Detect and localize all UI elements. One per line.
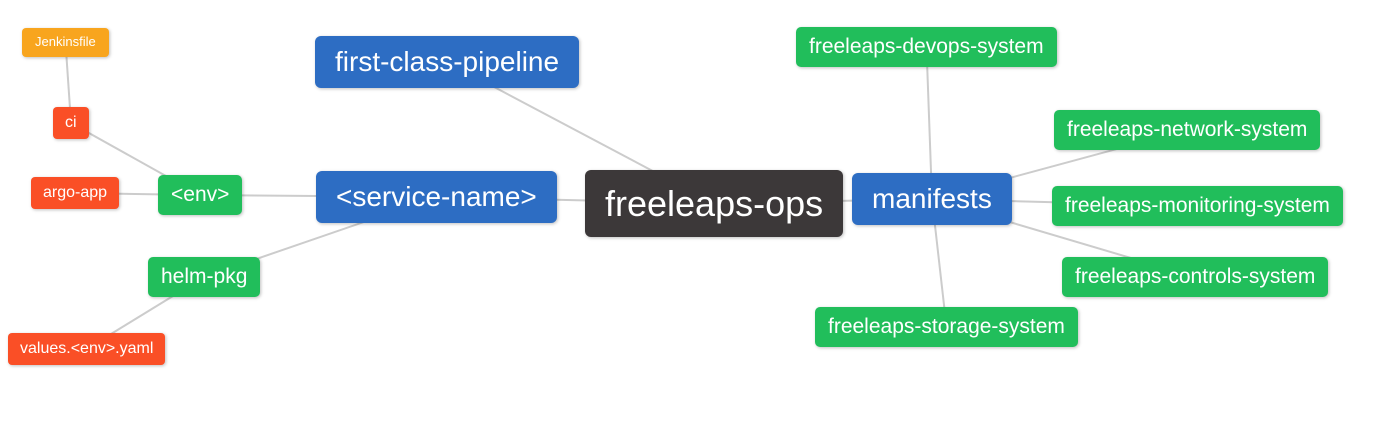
node-devops-system[interactable]: freeleaps-devops-system [796,27,1057,68]
node-first-class-pipeline[interactable]: first-class-pipeline [315,36,580,89]
node-manifests[interactable]: manifests [852,173,1012,226]
node-label: freeleaps-network-system [1067,118,1308,141]
node-label: values.<env>.yaml [20,340,154,357]
node-label: freeleaps-devops-system [809,35,1044,58]
node-label: freeleaps-controls-system [1075,265,1316,288]
node-monitoring-system[interactable]: freeleaps-monitoring-system [1052,186,1343,227]
node-jenkinsfile[interactable]: Jenkinsfile [22,28,109,57]
node-network-system[interactable]: freeleaps-network-system [1054,110,1321,151]
node-label: helm-pkg [161,265,248,288]
node-label: first-class-pipeline [335,46,560,77]
node-label: manifests [872,183,992,214]
node-service-name[interactable]: <service-name> [316,171,557,224]
node-values-env-yaml[interactable]: values.<env>.yaml [8,333,166,366]
node-label: <env> [171,183,230,206]
node-freeleaps-ops[interactable]: freeleaps-ops [585,170,844,238]
node-controls-system[interactable]: freeleaps-controls-system [1062,257,1329,298]
node-env[interactable]: <env> [158,175,243,216]
node-ci[interactable]: ci [53,107,89,140]
node-label: freeleaps-monitoring-system [1065,194,1330,217]
node-label: ci [65,114,77,131]
node-label: freeleaps-storage-system [828,315,1065,338]
node-helm-pkg[interactable]: helm-pkg [148,257,261,298]
node-argo-app[interactable]: argo-app [31,177,120,210]
node-storage-system[interactable]: freeleaps-storage-system [815,307,1078,348]
node-label: <service-name> [336,181,537,212]
node-label: freeleaps-ops [605,183,824,224]
node-label: argo-app [43,184,108,201]
node-label: Jenkinsfile [35,34,96,49]
